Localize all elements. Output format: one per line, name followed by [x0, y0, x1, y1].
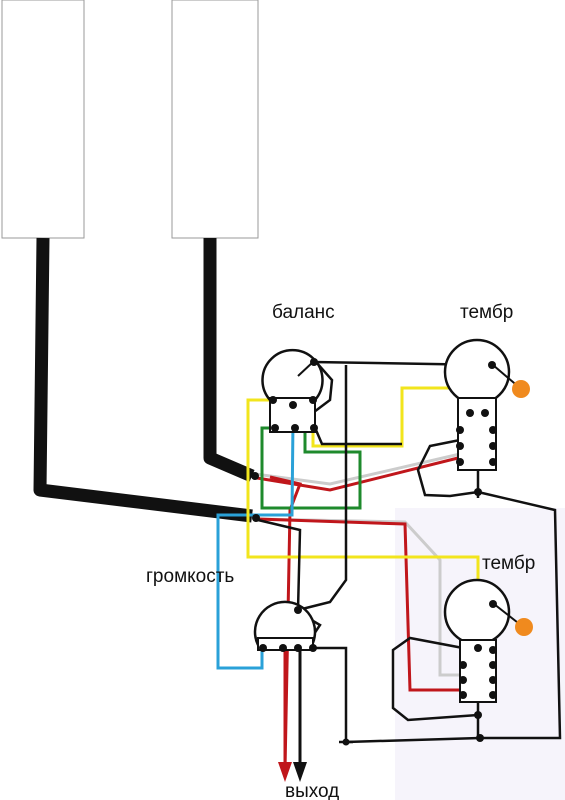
- label-balance: баланс: [272, 302, 335, 323]
- capacitor-top: [512, 380, 530, 398]
- ground-dot: [476, 734, 484, 742]
- capacitor-bottom: [515, 618, 533, 636]
- tone-pot-bottom: [443, 578, 533, 719]
- output-arrow-black: [293, 762, 307, 782]
- volume-pot: [253, 600, 317, 652]
- cable-end-dot-1: [251, 472, 259, 480]
- cable-neck: [33, 237, 253, 523]
- cable-bridge: [203, 238, 255, 482]
- label-tone-top: тембр: [460, 302, 513, 323]
- label-volume: громкость: [146, 566, 234, 587]
- output-arrow-red: [278, 762, 292, 782]
- cable-end-dot-2: [252, 514, 260, 522]
- label-output: выход: [285, 781, 339, 800]
- ground-dot-2: [342, 738, 350, 746]
- tone-pot-top: [443, 338, 530, 496]
- pickup-neck: [1, 0, 85, 239]
- shielded-cables: [33, 237, 255, 523]
- balance-pot: [261, 348, 324, 433]
- label-tone-bottom: тембр: [482, 553, 535, 574]
- output-arrows: [278, 648, 307, 782]
- pickup-bridge: [171, 0, 259, 239]
